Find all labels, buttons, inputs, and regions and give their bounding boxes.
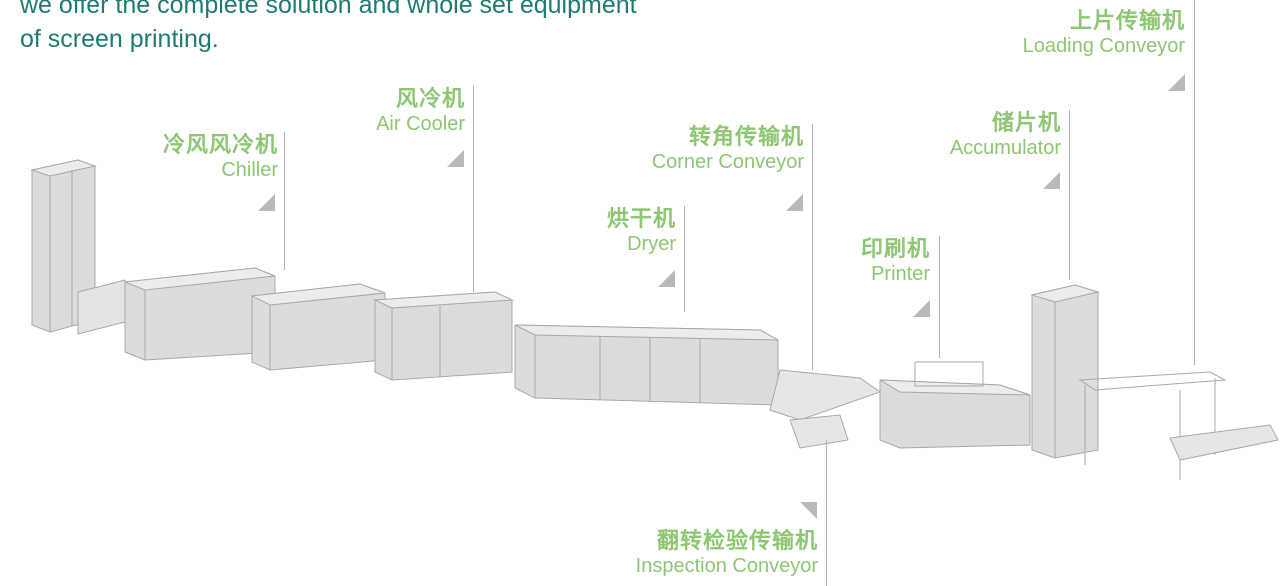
dryer-label-en: Dryer bbox=[627, 233, 676, 255]
inspection-conveyor-pointer-icon bbox=[800, 502, 817, 519]
callout-printer: 印刷机 Printer bbox=[861, 236, 930, 286]
loading-conveyor-leader-line bbox=[1194, 0, 1195, 365]
accumulator-label-cn: 储片机 bbox=[991, 110, 1061, 135]
chiller-unit-1 bbox=[124, 267, 276, 361]
corner-conveyor-label-cn: 转角传输机 bbox=[688, 124, 804, 149]
corner-conveyor-unit bbox=[769, 369, 882, 421]
accumulator-leader-line bbox=[1069, 110, 1070, 280]
printer-label-cn: 印刷机 bbox=[860, 236, 930, 261]
dryer-leader-line bbox=[684, 206, 685, 312]
chiller-unit-2 bbox=[250, 283, 386, 371]
callout-loading-conveyor: 上片传输机 Loading Conveyor bbox=[1023, 8, 1185, 58]
inspection-conveyor-unit bbox=[789, 414, 849, 449]
corner-conveyor-leader-line bbox=[812, 124, 813, 370]
printer-leader-line bbox=[939, 236, 940, 358]
printer-unit bbox=[879, 361, 1031, 449]
accumulator-pointer-icon bbox=[1043, 172, 1060, 189]
intro-text: we offer the complete solution and whole… bbox=[20, 0, 637, 56]
inspection-conveyor-label-cn: 翻转检验传输机 bbox=[656, 528, 818, 553]
dryer-unit bbox=[514, 324, 779, 406]
accumulator-tower bbox=[1030, 284, 1100, 459]
callout-dryer: 烘干机 Dryer bbox=[607, 206, 676, 256]
dryer-label-cn: 烘干机 bbox=[606, 206, 676, 231]
left-tower bbox=[30, 159, 97, 333]
callout-chiller: 冷风风冷机 Chiller bbox=[163, 132, 278, 182]
air-cooler-unit bbox=[373, 291, 514, 381]
inspection-conveyor-label-en: Inspection Conveyor bbox=[635, 555, 818, 577]
accumulator-label-en: Accumulator bbox=[949, 137, 1061, 159]
chiller-leader-line bbox=[284, 132, 285, 270]
chiller-label-en: Chiller bbox=[221, 159, 278, 181]
callout-corner-conveyor: 转角传输机 Corner Conveyor bbox=[652, 124, 804, 174]
callout-accumulator: 储片机 Accumulator bbox=[950, 110, 1061, 160]
intro-line-1: we offer the complete solution and whole… bbox=[20, 0, 637, 19]
corner-conveyor-pointer-icon bbox=[786, 194, 803, 211]
chiller-pointer-icon bbox=[258, 194, 275, 211]
callout-inspection-conveyor: 翻转检验传输机 Inspection Conveyor bbox=[636, 528, 818, 578]
callout-air-cooler: 风冷机 Air Cooler bbox=[376, 86, 465, 136]
dryer-pointer-icon bbox=[658, 270, 675, 287]
loading-conveyor-unit bbox=[1078, 371, 1279, 480]
intro-line-2: of screen printing. bbox=[20, 25, 219, 53]
air-cooler-label-en: Air Cooler bbox=[376, 113, 465, 135]
loading-conveyor-pointer-icon bbox=[1168, 74, 1185, 91]
printer-pointer-icon bbox=[913, 300, 930, 317]
printer-label-en: Printer bbox=[871, 263, 930, 285]
air-cooler-label-cn: 风冷机 bbox=[395, 86, 465, 111]
corner-conveyor-label-en: Corner Conveyor bbox=[651, 151, 804, 173]
loading-conveyor-label-en: Loading Conveyor bbox=[1022, 35, 1185, 57]
air-cooler-leader-line bbox=[473, 86, 474, 292]
air-cooler-pointer-icon bbox=[447, 150, 464, 167]
inspection-conveyor-leader-line bbox=[826, 440, 827, 586]
chiller-label-cn: 冷风风冷机 bbox=[162, 132, 278, 157]
loading-conveyor-label-cn: 上片传输机 bbox=[1069, 8, 1185, 33]
